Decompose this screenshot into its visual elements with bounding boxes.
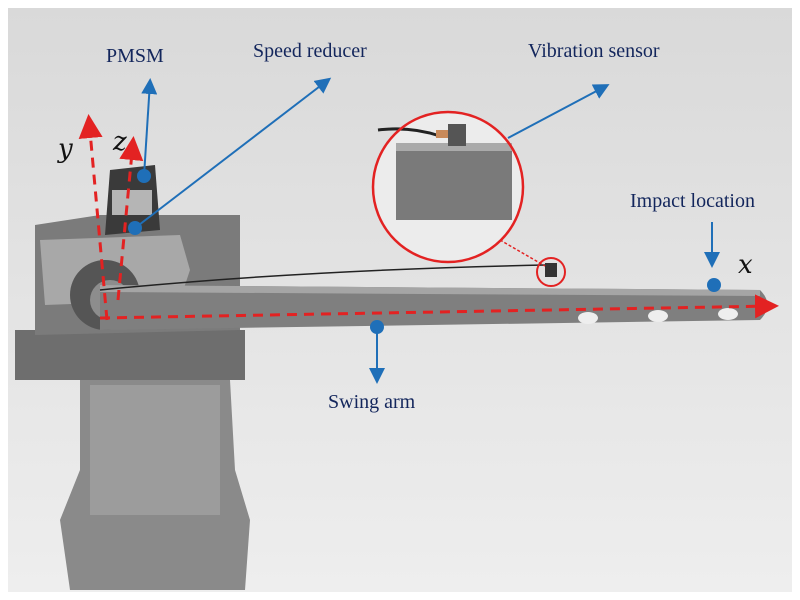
inset-connector (499, 239, 546, 267)
inset-circle (371, 110, 525, 264)
pmsm-arrow (141, 78, 158, 177)
sensor-cable (99, 264, 546, 291)
speed-reducer-arrow (134, 77, 332, 229)
annotations (128, 77, 721, 384)
vibration-sensor-arrow (507, 84, 610, 139)
coordinate-axes (78, 114, 779, 321)
speed-reducer-dot (128, 221, 142, 235)
pmsm-dot (137, 169, 151, 183)
vibration-sensor-label: Vibration sensor (528, 40, 660, 62)
swing-arm-dot (370, 320, 384, 334)
impact-dot (707, 278, 721, 292)
sensor-highlight (536, 257, 566, 287)
sensor (545, 263, 557, 277)
z-axis-label: z (112, 127, 127, 157)
swing-arm-label: Swing arm (328, 391, 416, 413)
swing-arm (100, 285, 768, 330)
speed-reducer-label: Speed reducer (253, 40, 367, 62)
mount-plate (15, 330, 245, 380)
machine (15, 165, 768, 590)
y-axis-label: y (57, 134, 73, 164)
x-axis-label: x (738, 250, 753, 280)
impact-location-label: Impact location (630, 190, 755, 212)
sensor-inset (371, 110, 566, 287)
z-axis-arrow (116, 136, 144, 301)
pmsm-label: PMSM (106, 45, 164, 67)
